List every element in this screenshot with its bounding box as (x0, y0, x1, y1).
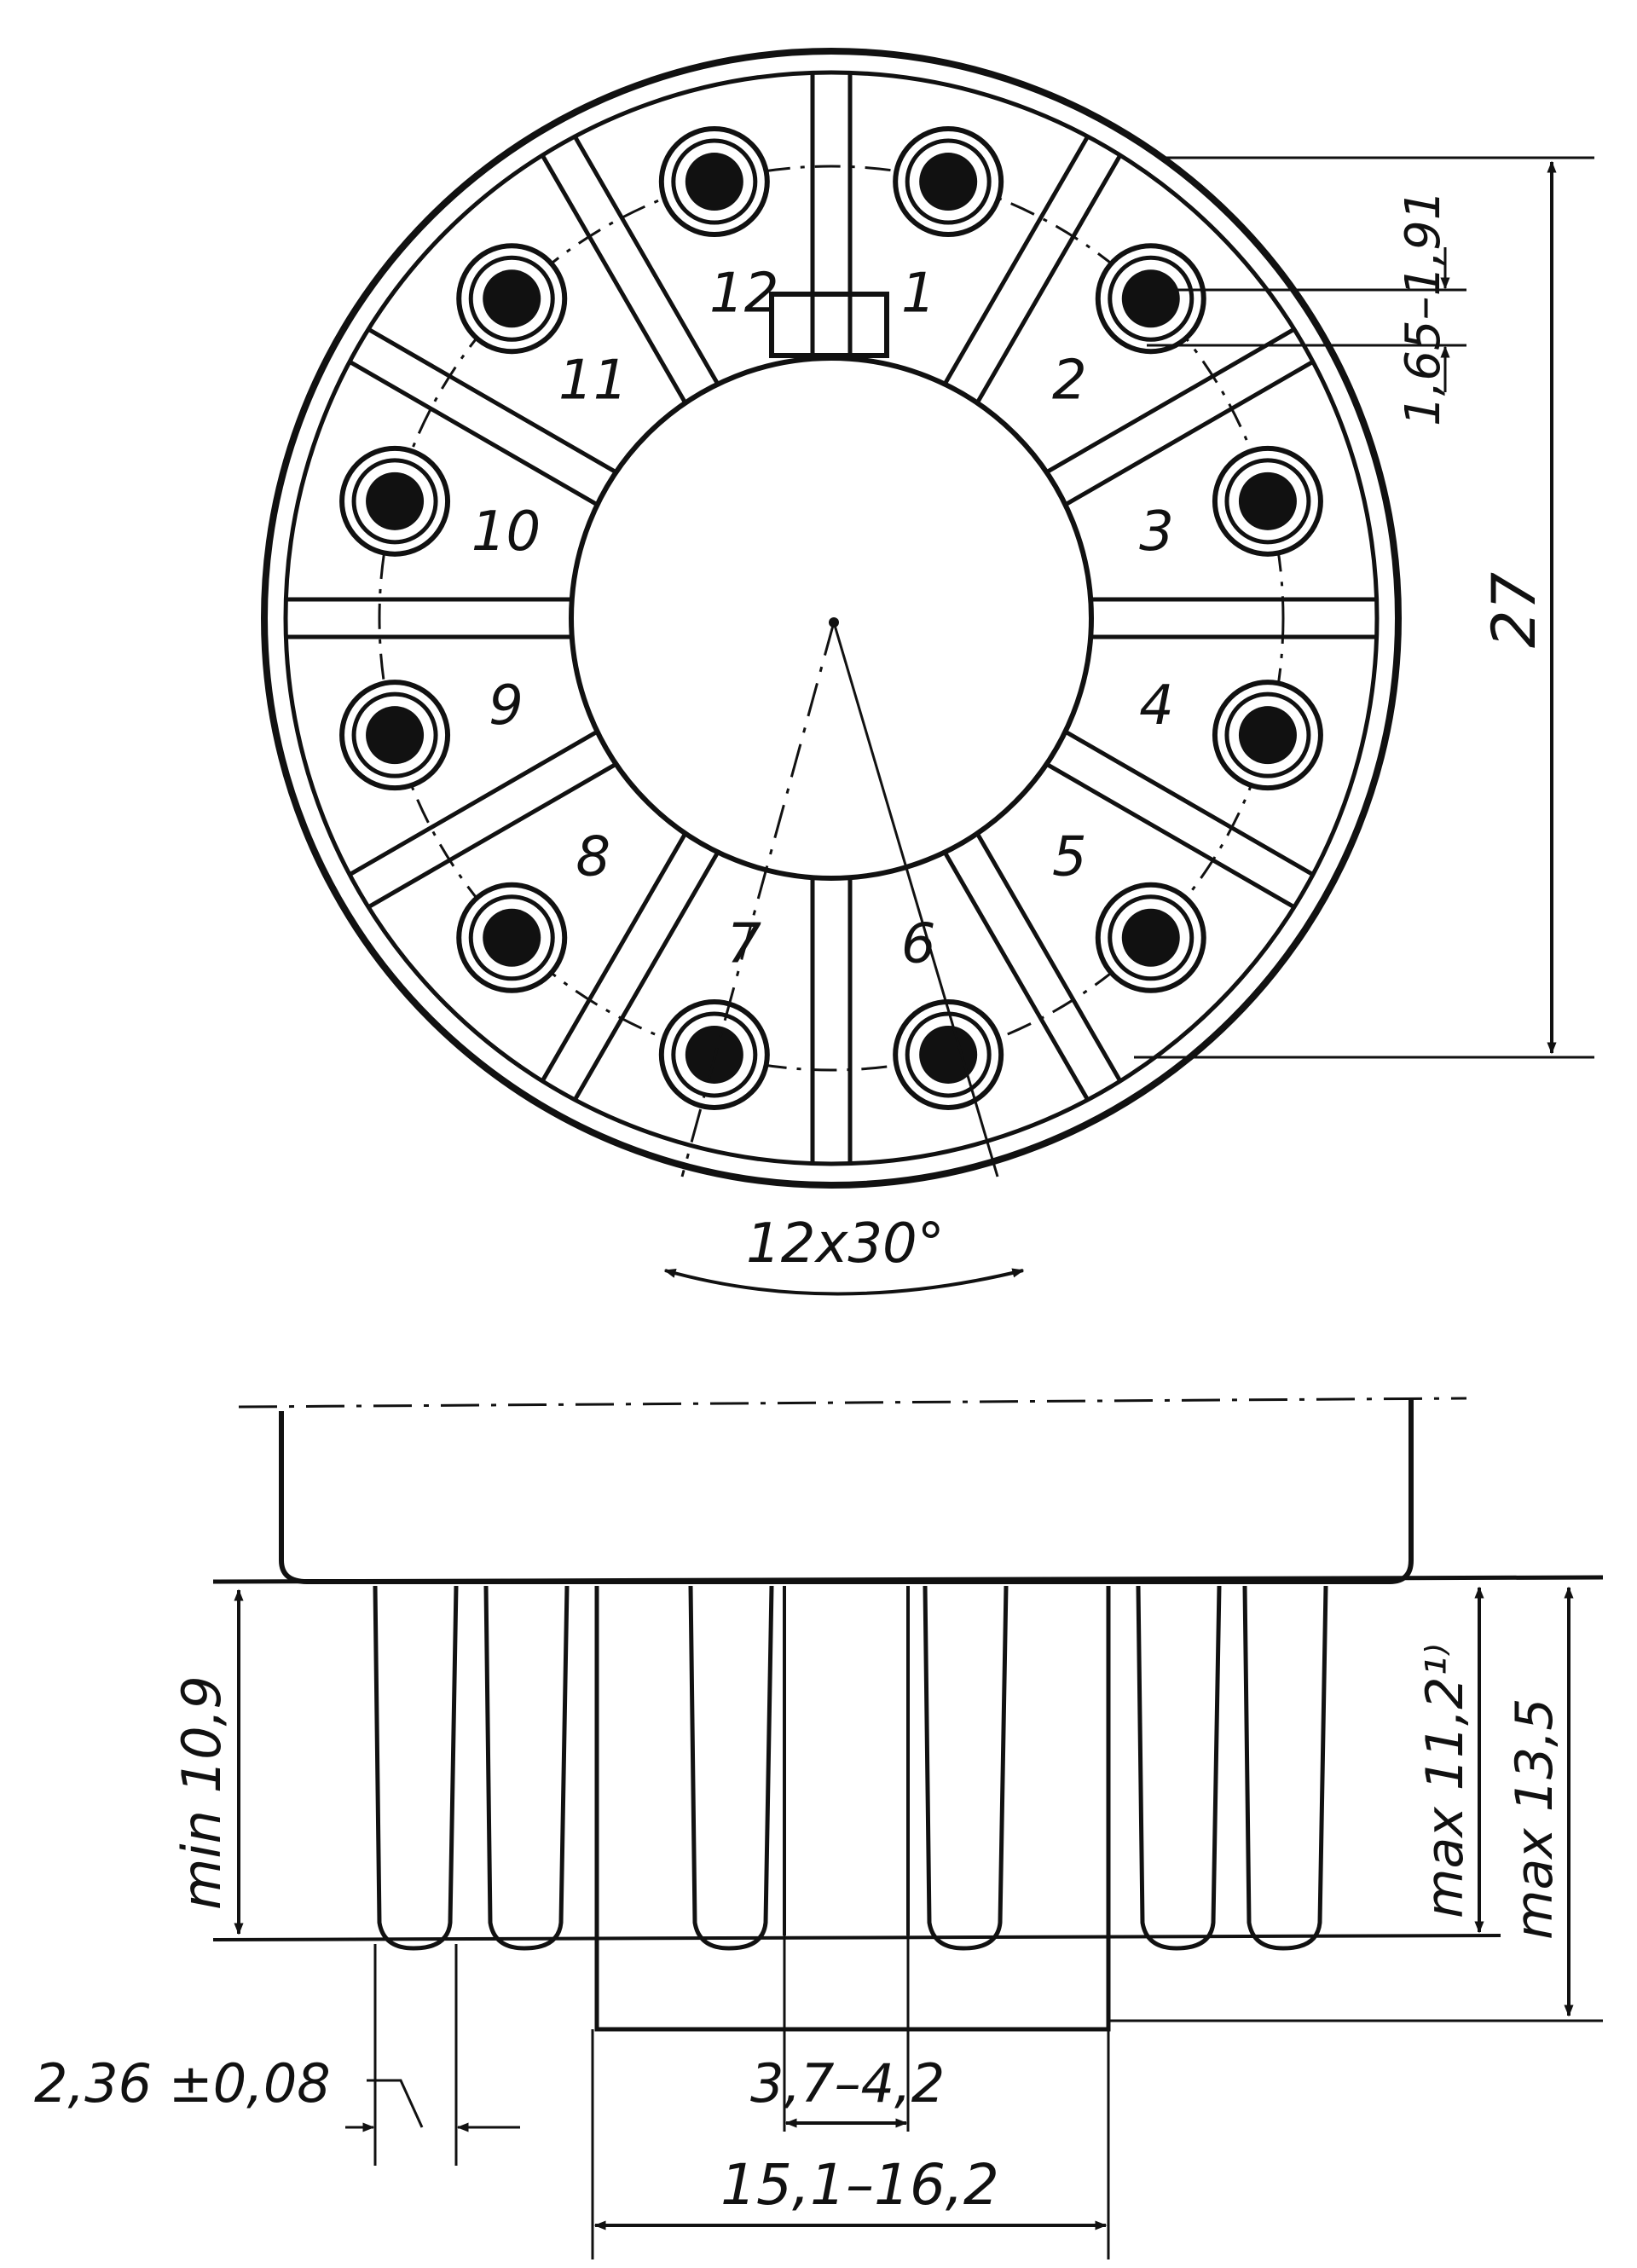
rib-edge (572, 135, 720, 385)
side-view: min 10,9 max 11,2¹⁾ max 13,5 2,36 ±0,08 … (34, 1397, 1604, 2259)
pin-4: 4 (1139, 674, 1323, 791)
rib-edge (367, 327, 617, 474)
pin-mid-ring (1224, 458, 1311, 545)
pin-mid-ring (468, 894, 555, 981)
radial-ribs (286, 72, 1377, 1164)
pin-contact (919, 153, 978, 211)
pin-2: 2 (1052, 243, 1206, 413)
pin-label: 1 (901, 262, 936, 325)
pin-contact (919, 1025, 978, 1084)
pin-label: 12 (709, 262, 778, 325)
rib-edge (572, 851, 720, 1102)
side-pin (923, 1585, 1009, 1951)
angle-dim-arc (663, 1268, 1025, 1296)
pin-label: 5 (1052, 825, 1087, 888)
key-spigot (594, 1586, 1111, 2032)
rib-edge (975, 153, 1123, 404)
side-pin (1136, 1585, 1222, 1951)
side-centerline (238, 1397, 1467, 1409)
rib-edge (943, 135, 1090, 385)
pin-width-label: 2,36 ±0,08 (34, 2052, 331, 2115)
key-notch (769, 292, 889, 358)
pin-contact (1121, 908, 1180, 967)
rib-edge (348, 359, 599, 506)
angle-ref-line-7 (680, 622, 836, 1177)
socket-body-profile (279, 1398, 1414, 1584)
rib-edge (975, 832, 1123, 1083)
pin-contact (1238, 706, 1297, 765)
rib-edge (540, 832, 687, 1083)
pin-label: 7 (726, 913, 761, 976)
pin-5: 5 (1052, 825, 1206, 993)
pin-mid-ring (671, 138, 758, 225)
rib-edge (1045, 327, 1296, 474)
pin-8: 8 (456, 825, 610, 993)
pin-label: 2 (1052, 350, 1087, 413)
max-height-1-label: max 11,2¹⁾ (1415, 1644, 1475, 1918)
base-line (212, 1575, 1604, 1584)
pin-label: 4 (1139, 674, 1174, 738)
pin-dia-separator: – (1396, 296, 1451, 320)
pin-width-leader (367, 2079, 424, 2128)
rib-edge (943, 851, 1090, 1102)
pin-contact (366, 706, 425, 765)
pin-mid-ring (351, 691, 438, 778)
pin-label: 9 (489, 674, 523, 738)
side-pins (373, 1585, 1328, 1951)
side-pin (373, 1585, 459, 1951)
rib-edge (1064, 359, 1315, 506)
socket-inner-rim (283, 70, 1380, 1166)
side-pin (688, 1585, 774, 1951)
rib-edge (348, 730, 599, 877)
side-pin (483, 1585, 570, 1951)
pin-label: 6 (901, 913, 936, 976)
pin-3: 3 (1139, 445, 1323, 564)
pin-mid-ring (1108, 894, 1194, 981)
base-width-label: 15,1–16,2 (720, 2152, 999, 2218)
pin-7: 7 (658, 913, 770, 1110)
socket-outer-rim (261, 48, 1402, 1189)
pin-mid-ring (468, 255, 555, 342)
pin-mid-ring (351, 458, 438, 545)
pin-contact (1238, 472, 1297, 530)
pin-1: 1 (893, 126, 1004, 325)
pin-tip-line (212, 1934, 1501, 1941)
max-height-2-label: max 13,5 (1505, 1698, 1565, 1940)
angle-ref-line-6 (832, 622, 999, 1177)
pin-contact (366, 472, 425, 530)
side-pin (1242, 1585, 1328, 1951)
min-height-label: min 10,9 (171, 1675, 233, 1910)
pin-11: 11 (456, 243, 628, 413)
pin-contact (483, 908, 541, 967)
pin-dia-max-label: 1,65 (1396, 320, 1451, 426)
pin-mid-ring (905, 138, 992, 225)
pin-circle-centerline (378, 165, 1285, 1072)
pin-dia-min-label: 1,91 (1396, 190, 1451, 297)
angle-dim-label: 12x30° (746, 1212, 945, 1276)
pin-contact (1121, 269, 1180, 328)
pin-label: 3 (1139, 500, 1174, 564)
pin-contact (685, 153, 743, 211)
svg-text:1,65–1,91: 1,65–1,91 (1396, 190, 1451, 426)
pin-label: 8 (576, 825, 610, 888)
rib-edge (367, 762, 617, 910)
pin-10: 10 (339, 445, 541, 564)
pin-6: 6 (893, 913, 1004, 1110)
pin-mid-ring (1224, 691, 1311, 778)
pin-label: 10 (471, 500, 541, 564)
pin-label: 11 (558, 350, 628, 413)
pin-12: 12 (658, 126, 778, 325)
rib-edge (1045, 762, 1296, 910)
pin-mid-ring (1108, 255, 1194, 342)
diameter-dim-label: 27 (1479, 572, 1549, 648)
rib-edge (540, 153, 687, 404)
key-width-label: 3,7–4,2 (750, 2052, 945, 2115)
rib-edge (1064, 730, 1315, 877)
pin-contact (483, 269, 541, 328)
pin-mid-ring (671, 1011, 758, 1098)
pin-9: 9 (339, 674, 523, 791)
